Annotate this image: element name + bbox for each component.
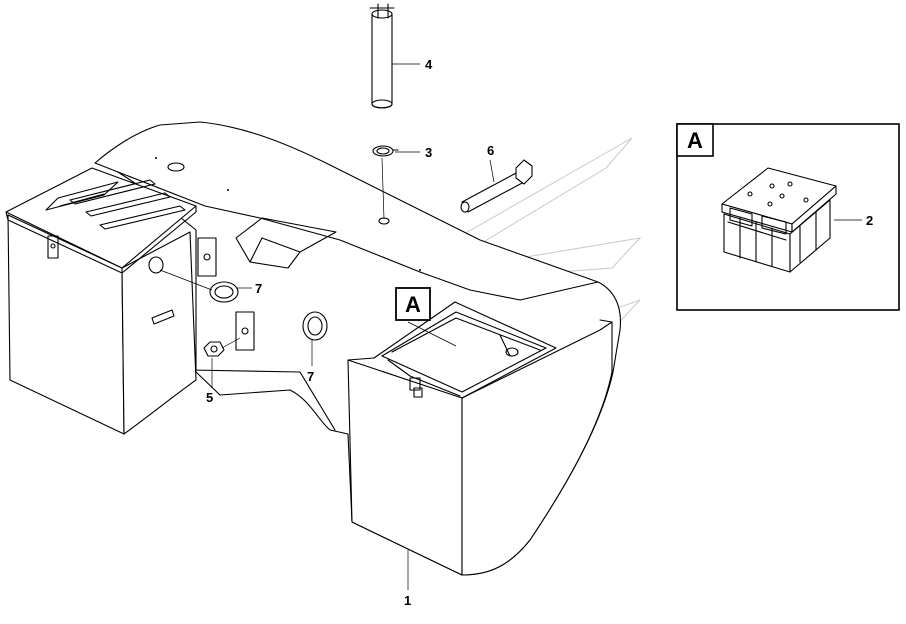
callout-1: 1 [404,593,411,608]
battery-assembly [721,167,837,273]
callout-3: 3 [425,145,432,160]
callout-5: 5 [206,390,213,405]
view-marker-a-label: A [405,292,421,317]
filler-tube [369,3,395,109]
callout-labels: 4 3 6 7 7 5 1 2 [206,57,873,608]
leader-lines [159,63,495,590]
seal-ring-left [209,281,239,303]
seal-ring-center [302,311,328,341]
front-box [347,301,613,576]
drain-nut [203,341,225,357]
detail-view-title: A [687,128,703,153]
callout-7-center: 7 [307,369,314,384]
left-battery-box [5,167,197,435]
detail-view-a: A [676,123,900,311]
callout-6: 6 [487,143,494,158]
callout-2: 2 [866,213,873,228]
tie-rod [460,159,533,213]
callout-4: 4 [425,57,433,72]
hose-clamp [372,145,399,157]
callout-7-left: 7 [255,281,262,296]
view-marker-a: A [395,287,431,321]
